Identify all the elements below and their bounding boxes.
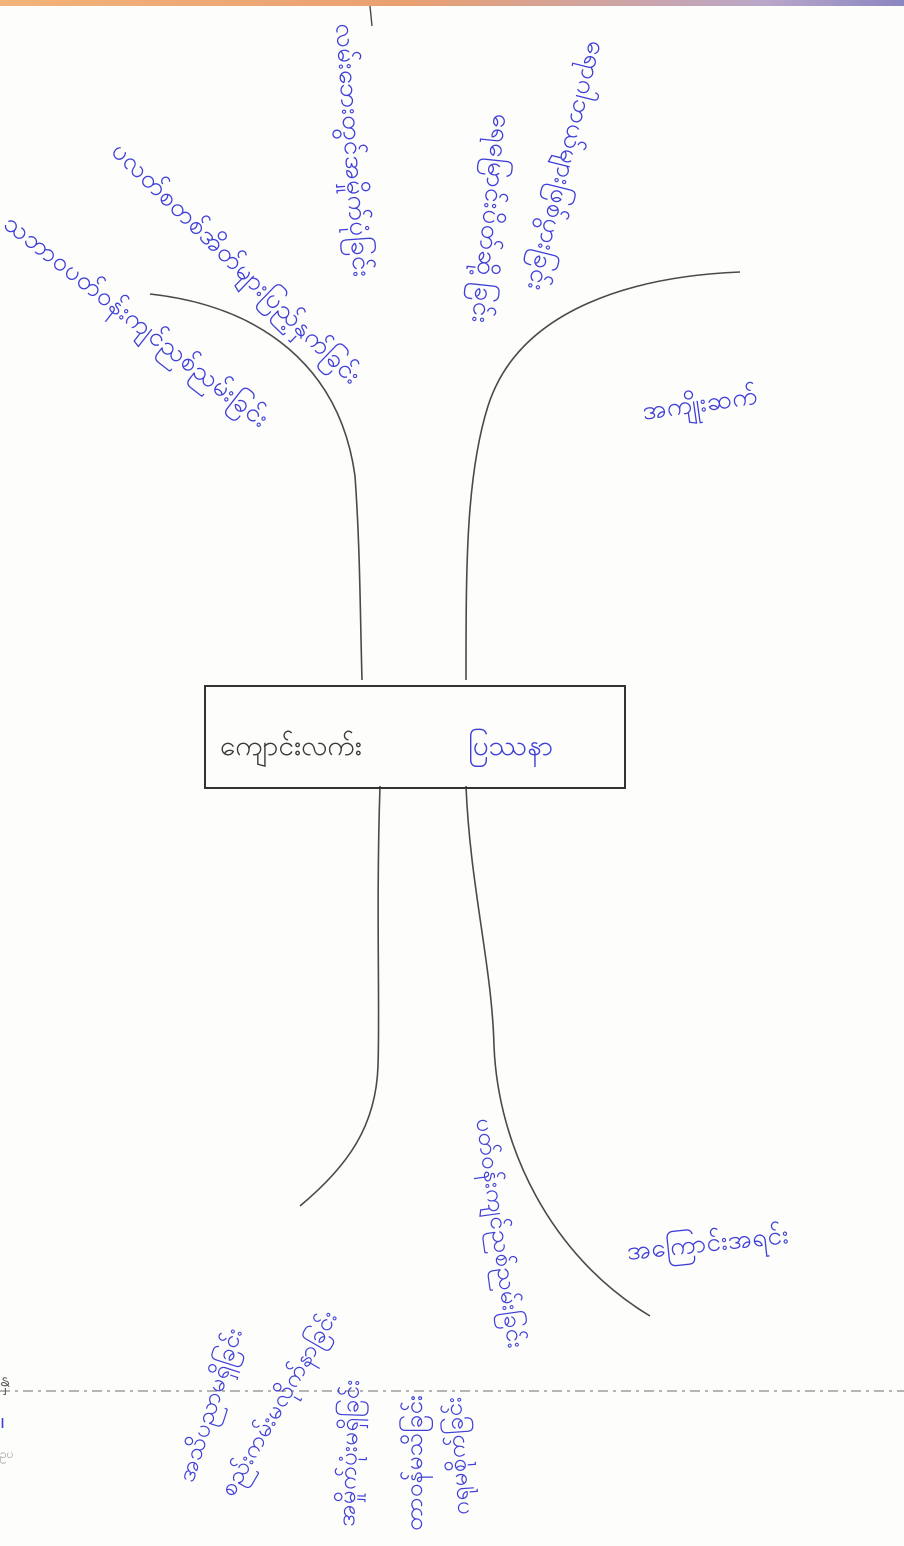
- top-accent-bar: [0, 0, 904, 6]
- margin-mark: နှ: [0, 1367, 11, 1391]
- trunk-prefix-label: ကျောင်းလက်း: [220, 729, 362, 762]
- trunk-left-line: [299, 785, 381, 1207]
- margin-mark: ı: [0, 1412, 6, 1433]
- problem-tree-drawing: [0, 6, 904, 1392]
- canopy-top-mark: [369, 6, 373, 27]
- margin-mark: ဥပ: [0, 1447, 14, 1461]
- trunk-problem-label: ပြဿနာ: [468, 729, 554, 762]
- worksheet-page: ကျောင်းလက်း ပြဿနာ သဘာဝပတ်ဝန်းကျင်ညစ်ညမ်း…: [0, 6, 904, 1546]
- trunk-box: ကျောင်းလက်း ပြဿနာ: [204, 685, 626, 789]
- canopy-left-curve: [149, 293, 363, 681]
- canopy-right-curve: [465, 271, 741, 681]
- root-label: တာဝန်မသိခြင်း: [400, 1394, 428, 1531]
- trunk-right-line: [465, 785, 651, 1317]
- root-label: အမှိုက်ပုံးမရှိခြင်း: [331, 1378, 366, 1528]
